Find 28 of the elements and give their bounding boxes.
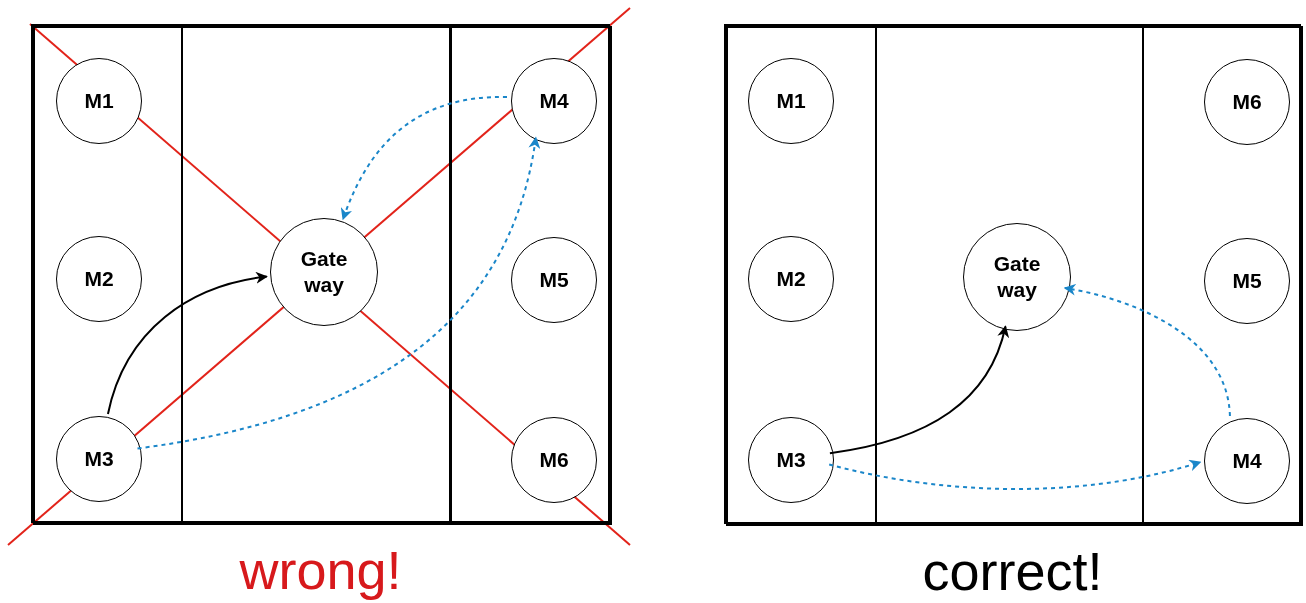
column-box — [449, 26, 612, 525]
arrow — [341, 96, 508, 221]
node-label: M2 — [776, 265, 806, 292]
arrow — [136, 136, 540, 450]
node-label: Gate way — [992, 250, 1042, 303]
node-label: M1 — [776, 87, 806, 114]
arrow — [828, 325, 1009, 455]
arrow — [106, 272, 268, 415]
node-label: M3 — [84, 445, 114, 472]
arrow — [1063, 284, 1231, 418]
node-label: M6 — [539, 446, 569, 473]
node-label: M4 — [539, 87, 569, 114]
column-box — [875, 26, 1144, 526]
node-label: M5 — [1232, 267, 1262, 294]
node-label: M1 — [84, 87, 114, 114]
diagram-panel — [724, 24, 1301, 524]
node-label: M5 — [539, 266, 569, 293]
node-label: M4 — [1232, 447, 1262, 474]
arrow — [828, 459, 1202, 490]
node-label: M6 — [1232, 88, 1262, 115]
column-box — [181, 26, 452, 525]
node-label: Gate way — [299, 245, 349, 298]
node-label: M3 — [776, 446, 806, 473]
column-box — [1142, 26, 1303, 526]
node-label: M2 — [84, 265, 114, 292]
column-box — [33, 26, 183, 525]
panel-label: correct! — [922, 544, 1103, 598]
column-box — [726, 26, 877, 526]
